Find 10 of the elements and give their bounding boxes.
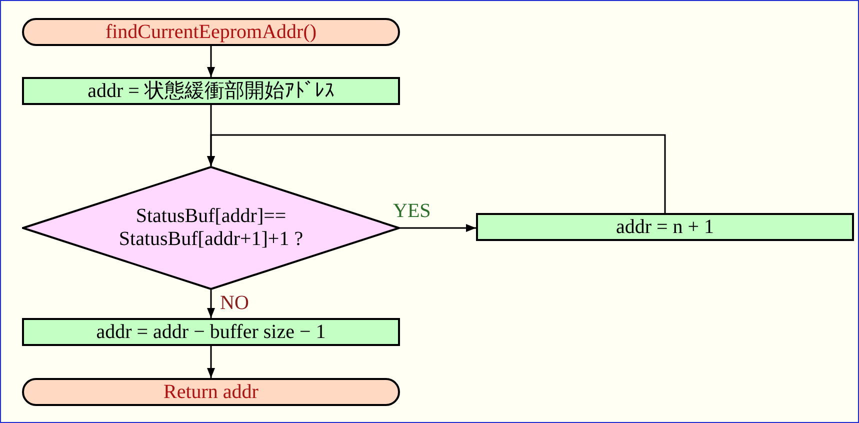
- process-box: addr = n + 1: [476, 213, 854, 241]
- arrow: [207, 134, 666, 213]
- arrow: [207, 290, 215, 318]
- process-box: addr = addr − buffer size − 1: [22, 318, 400, 346]
- terminator-box: findCurrentEepromAddr(): [22, 18, 400, 46]
- terminator-box: Return addr: [22, 378, 400, 406]
- arrow: [207, 346, 215, 378]
- process-box: addr = 状態緩衝部開始ｱﾄﾞﾚｽ: [22, 77, 400, 105]
- arrow: [207, 46, 215, 77]
- arrow: [400, 224, 476, 232]
